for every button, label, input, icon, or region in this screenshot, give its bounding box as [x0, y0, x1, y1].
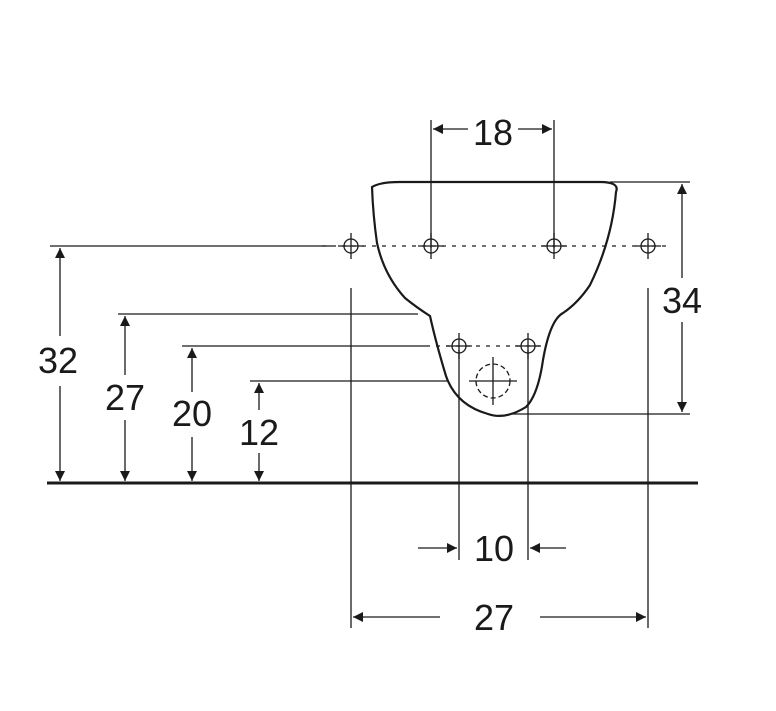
fixing-hole-icon — [635, 233, 661, 259]
drain-circle-icon — [469, 357, 517, 405]
fixing-hole-icon — [338, 233, 364, 259]
dim-label-18: 18 — [473, 112, 513, 153]
dim-label-20: 20 — [172, 393, 212, 434]
dim-label-27-width: 27 — [474, 597, 514, 638]
dim-label-27-height: 27 — [105, 377, 145, 418]
fixing-hole-icon — [418, 233, 444, 259]
fixing-hole-icon — [515, 333, 541, 359]
dim-label-12: 12 — [239, 412, 279, 453]
fixing-hole-icon — [446, 333, 472, 359]
fixing-hole-icon — [541, 233, 567, 259]
dim-label-34: 34 — [662, 280, 702, 321]
dim-label-10: 10 — [474, 528, 514, 569]
dim-label-32: 32 — [38, 340, 78, 381]
